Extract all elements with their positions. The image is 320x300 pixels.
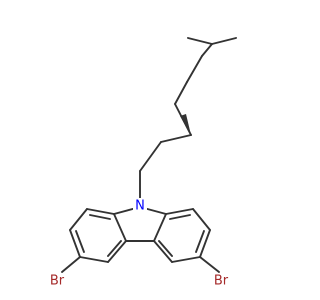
- left-benzene-ring: [69, 208, 127, 263]
- molecule-structure-diagram: N Br Br: [50, 37, 237, 289]
- bond-c4b-c1a: [153, 213, 167, 242]
- bond-c6-br1: [61, 256, 81, 273]
- atom-label-br-left: Br: [50, 274, 65, 289]
- bond-c8-c7: [69, 208, 88, 231]
- atom-label-n: N: [135, 199, 145, 214]
- bond-c4a-c8a: [113, 213, 127, 242]
- bond-chain-1: [174, 81, 188, 105]
- double-bond-c1a-c1: [169, 214, 191, 220]
- bond-c8a-c8: [86, 208, 115, 215]
- bond-c2-c3: [199, 229, 211, 258]
- double-bond-c4-c4b: [158, 240, 173, 257]
- stereo-wedge-methyl: [180, 114, 191, 135]
- bond-ch2-stereocenter: [160, 134, 192, 143]
- bond-chain-2: [186, 55, 203, 83]
- double-bond-c7-c6: [75, 230, 85, 253]
- bond-isopropyl-methyl-right: [211, 37, 237, 45]
- bond-c3-c4: [171, 256, 201, 263]
- bond-c5-c4a: [107, 240, 127, 263]
- bond-c4-c4b: [153, 240, 173, 263]
- atom-labels: N Br Br: [50, 198, 229, 289]
- alkyl-side-chain: [139, 37, 237, 201]
- label-bg-n: [133, 198, 147, 214]
- bond-c7-c6: [69, 229, 81, 258]
- double-bond-c5-c4a: [107, 240, 122, 257]
- bond-isopropyl-methyl-left: [187, 37, 213, 45]
- atom-label-br-right: Br: [214, 274, 229, 289]
- bond-c1-c2: [192, 208, 211, 231]
- bond-c6-c5: [79, 256, 109, 263]
- bond-chain-3: [201, 43, 213, 57]
- double-bond-c2-c3: [195, 230, 205, 253]
- bond-c3-br2: [199, 256, 220, 273]
- right-benzene-ring: [153, 208, 211, 263]
- double-bond-c8a-c8: [89, 214, 111, 220]
- bond-c1a-c1: [165, 208, 194, 215]
- bond-ch2-ch2: [139, 141, 162, 172]
